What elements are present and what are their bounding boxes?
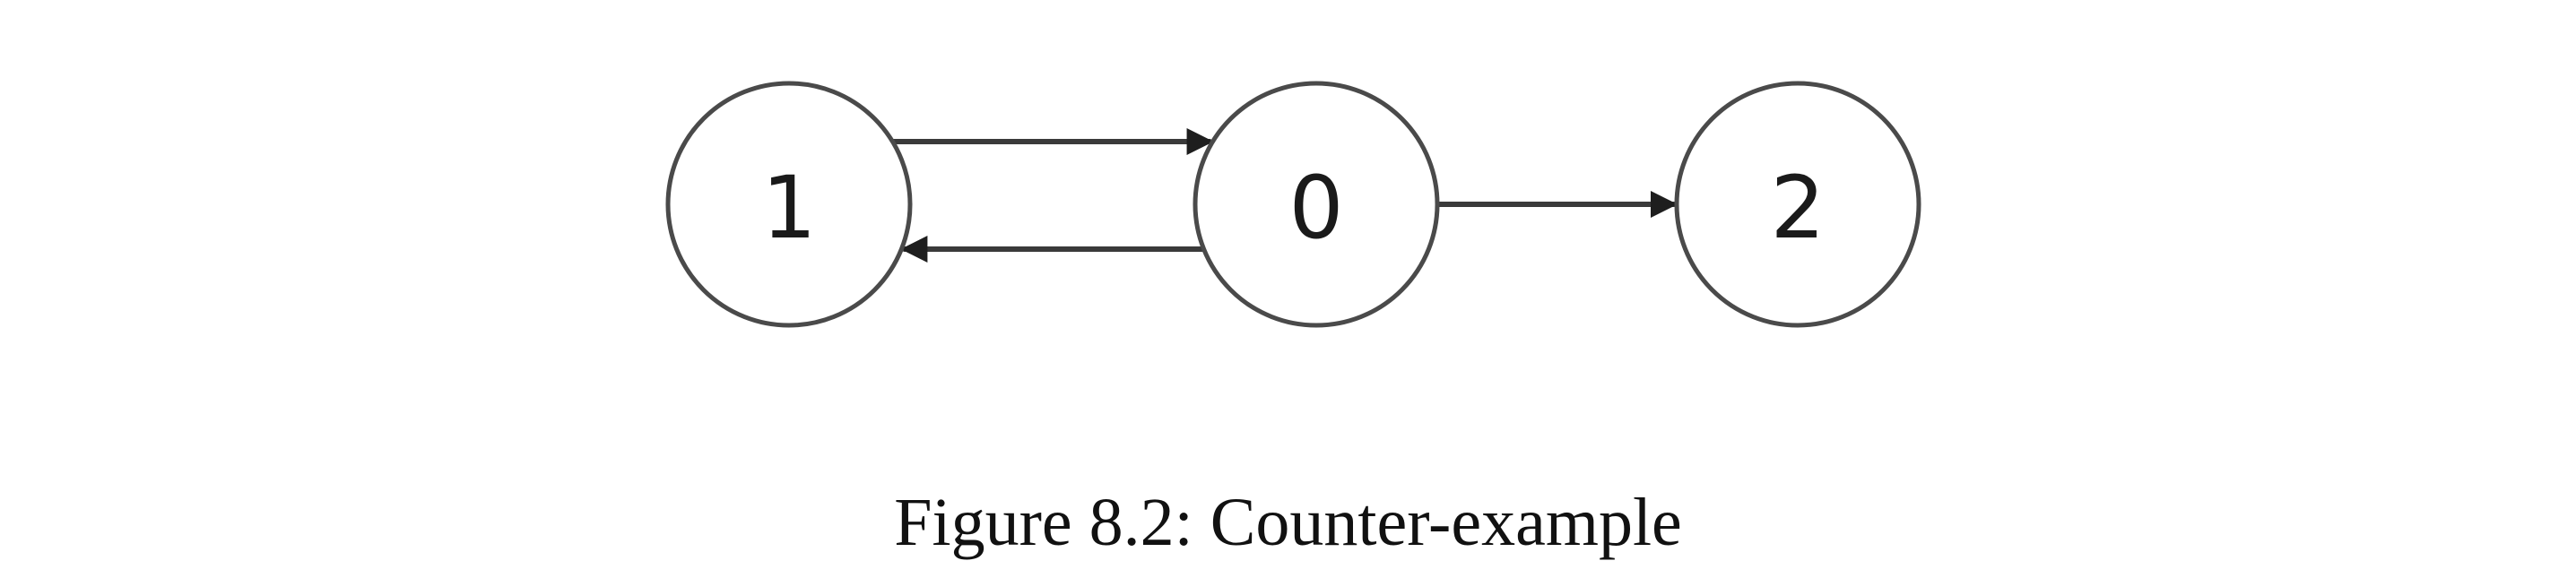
node-label: 0: [1288, 158, 1343, 258]
nodes-layer: 1 0 2: [665, 81, 1921, 328]
node-label: 1: [761, 158, 816, 258]
node-circle: [1674, 81, 1921, 328]
figure-caption: Figure 8.2: Counter-example: [894, 485, 1682, 560]
node-2: 2: [1674, 81, 1921, 328]
node-circle: [665, 81, 913, 328]
node-circle: [1193, 81, 1440, 328]
node-label: 2: [1770, 158, 1825, 258]
node-0: 0: [1193, 81, 1440, 328]
edges-layer: [892, 128, 1678, 263]
node-1: 1: [665, 81, 913, 328]
